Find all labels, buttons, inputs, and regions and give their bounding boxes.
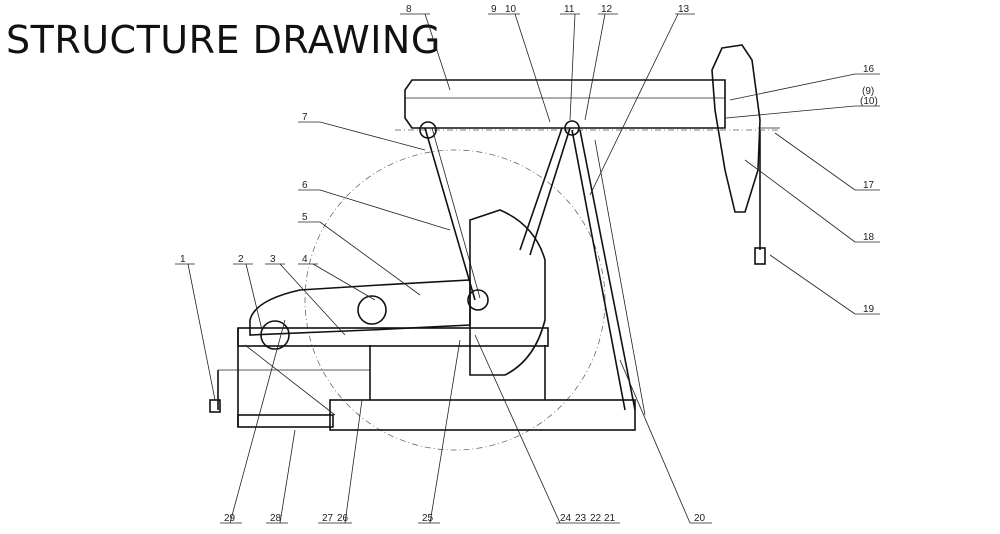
- callout-20: 20: [694, 513, 706, 524]
- gearbox: [249, 279, 471, 336]
- callout-1: 1: [180, 254, 186, 265]
- callout-22: 22: [590, 513, 602, 524]
- callout-10-paren: (10): [860, 96, 878, 107]
- callout-28: 28: [270, 513, 282, 524]
- callout-27: 27: [322, 513, 334, 524]
- callout-9: 9: [491, 4, 497, 15]
- callout-2: 2: [238, 254, 244, 265]
- callout-9-paren: (9): [862, 86, 874, 97]
- callout-3: 3: [270, 254, 276, 265]
- callout-26: 26: [337, 513, 349, 524]
- callout-29: 29: [224, 513, 236, 524]
- crank-counterweight: [469, 209, 546, 376]
- callout-21: 21: [604, 513, 616, 524]
- callout-8: 8: [406, 4, 412, 15]
- callouts: 8 9 10 11 12 13 7 6 5 1 2 3 4: [175, 4, 880, 524]
- callout-23: 23: [575, 513, 587, 524]
- callout-16: 16: [863, 64, 875, 75]
- callout-18: 18: [863, 232, 875, 243]
- callout-11: 11: [564, 4, 575, 15]
- base-frame: [237, 327, 549, 347]
- callout-12: 12: [601, 4, 613, 15]
- callout-6: 6: [302, 180, 308, 191]
- callout-5: 5: [302, 212, 308, 223]
- callout-17: 17: [863, 180, 875, 191]
- walking-beam: [404, 79, 726, 129]
- callout-4: 4: [302, 254, 308, 265]
- drawing-title: STRUCTURE DRAWING: [6, 18, 441, 62]
- machine-drawing: [209, 44, 780, 451]
- callout-25: 25: [422, 513, 434, 524]
- crank-rotation-circle: [304, 149, 606, 451]
- callout-24: 24: [560, 513, 572, 524]
- callout-19: 19: [863, 304, 875, 315]
- callout-7: 7: [302, 112, 308, 123]
- horsehead: [711, 44, 761, 213]
- callout-10: 10: [505, 4, 517, 15]
- callout-13: 13: [678, 4, 690, 15]
